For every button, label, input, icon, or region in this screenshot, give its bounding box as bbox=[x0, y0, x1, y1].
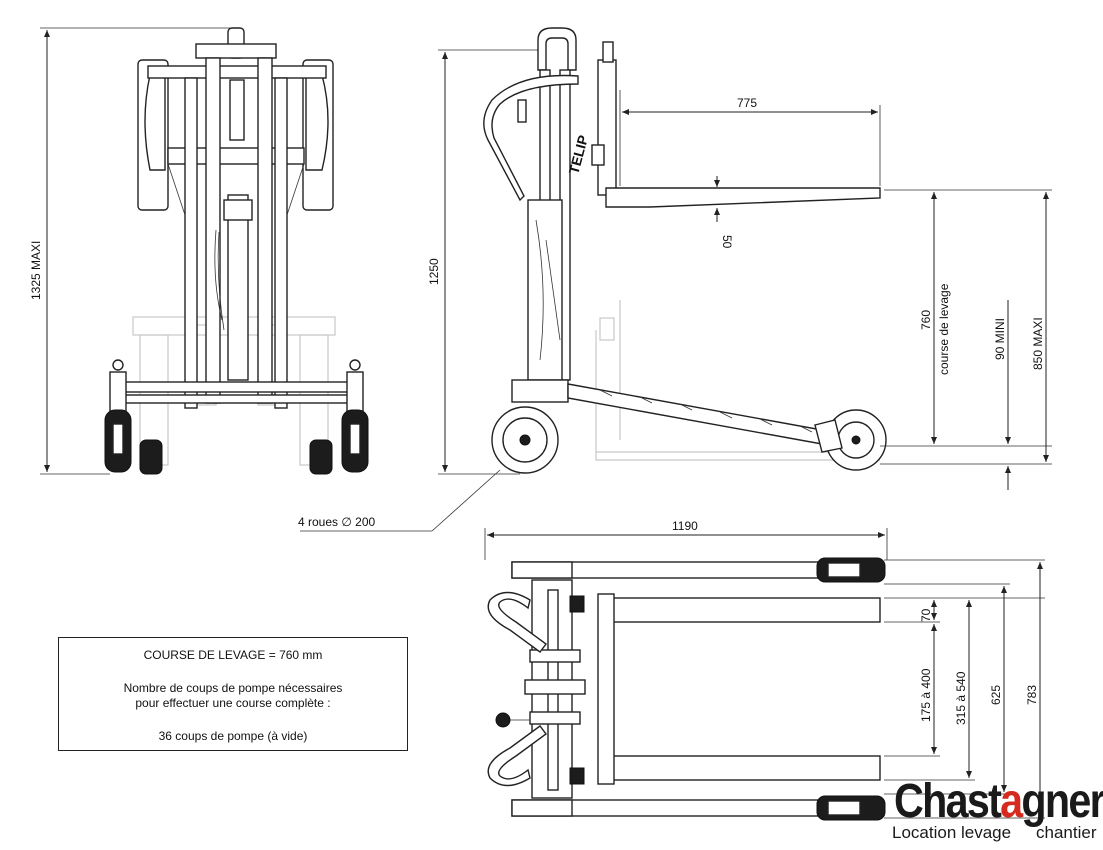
max-height-label: 850 MAXI bbox=[1031, 317, 1045, 370]
total-length-label: 1190 bbox=[672, 519, 698, 533]
lift-stroke-caption: course de levage bbox=[937, 283, 951, 375]
front-height-label: 1325 MAXI bbox=[29, 241, 43, 300]
lift-stroke-label: 760 bbox=[919, 310, 933, 330]
side-height-label: 1250 bbox=[427, 258, 441, 285]
dim-70-label: 70 bbox=[919, 608, 933, 622]
dim-625-label: 625 bbox=[989, 685, 1003, 705]
logo-name: Chastagner bbox=[894, 775, 1103, 828]
info-line-2: pour effectuer une course complète : bbox=[135, 696, 331, 710]
info-title: COURSE DE LEVAGE = 760 mm bbox=[143, 648, 323, 662]
front-view: 1325 MAXI bbox=[29, 27, 369, 475]
fork-thickness-label: 50 bbox=[720, 235, 734, 249]
logo-tagline-right: chantier bbox=[1036, 823, 1097, 842]
fork-length-label: 775 bbox=[737, 96, 757, 110]
top-view: 1190 70 bbox=[484, 519, 1045, 821]
side-view: 1250 TELIP bbox=[298, 27, 1052, 532]
chastagner-logo: Chastagner Location levage chantier bbox=[888, 775, 1103, 842]
dim-315-540-label: 315 à 540 bbox=[954, 671, 968, 725]
info-line-1: Nombre de coups de pompe nécessaires bbox=[123, 681, 343, 695]
info-line-3: 36 coups de pompe (à vide) bbox=[158, 729, 308, 743]
dim-175-400-label: 175 à 400 bbox=[919, 668, 933, 722]
logo-tagline-left: Location levage bbox=[892, 823, 1012, 842]
lift-info-box: COURSE DE LEVAGE = 760 mm Nombre de coup… bbox=[58, 637, 408, 751]
min-height-label: 90 MINI bbox=[993, 318, 1007, 360]
dim-783-label: 783 bbox=[1025, 685, 1039, 705]
wheels-label: 4 roues ∅ 200 bbox=[298, 515, 375, 529]
